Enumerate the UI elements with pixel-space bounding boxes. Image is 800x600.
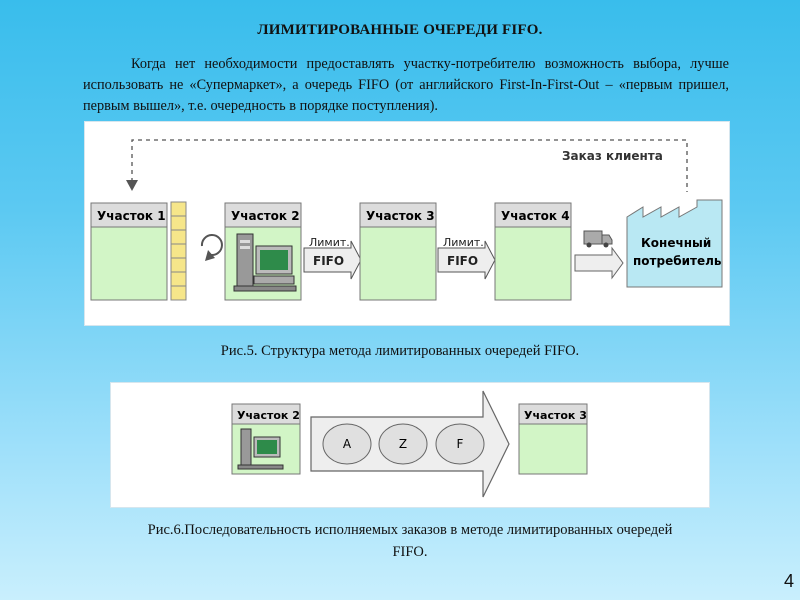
station-3-label: Участок 3 <box>366 209 435 223</box>
order-flow-dashed-line <box>131 139 688 192</box>
station-3: Участок 3 <box>359 202 437 301</box>
fig2-to-label: Участок 3 <box>524 409 587 422</box>
fig2-computer-icon <box>237 428 284 470</box>
limit-fifo-arrow-1: Лимит. FIFO <box>303 236 362 280</box>
rotate-arrow-icon <box>200 234 223 261</box>
station-1: Участок 1 <box>90 202 168 301</box>
limit-fifo-2-line1: Лимит. <box>443 236 484 249</box>
page-number: 4 <box>783 571 794 591</box>
station-2-label: Участок 2 <box>231 209 300 223</box>
order-flow-arrowhead <box>126 180 138 191</box>
computer-icon <box>233 233 297 292</box>
order-label: Заказ клиента <box>562 149 663 163</box>
limit-fifo-1-line1: Лимит. <box>309 236 350 249</box>
figure-fifo-sequence: Участок 2 A Z F Участок 3 <box>110 382 710 508</box>
limit-fifo-arrow-2: Лимит. FIFO <box>437 236 496 280</box>
station-4-label: Участок 4 <box>501 209 570 223</box>
order-label-a: A <box>343 437 352 451</box>
order-item-a: A <box>322 423 372 465</box>
station-4: Участок 4 <box>494 202 572 301</box>
queue-slots <box>170 201 187 301</box>
fig2-from-label: Участок 2 <box>237 409 300 422</box>
customer-label-line1: Конечный <box>641 236 711 250</box>
order-label-z: Z <box>399 437 407 451</box>
shipping-arrow <box>574 246 624 280</box>
slide-title: ЛИМИТИРОВАННЫЕ ОЧЕРЕДИ FIFO. <box>257 22 543 38</box>
customer-label-line2: потребитель <box>633 254 722 268</box>
intro-paragraph: Когда нет необходимости предоставлять уч… <box>83 56 729 114</box>
fig2-station-3: Участок 3 <box>518 403 588 475</box>
station-1-label: Участок 1 <box>97 209 166 223</box>
factory-icon: Конечный потребитель <box>626 199 723 288</box>
figure-fifo-structure: Заказ клиента Участок 1 Участок 2 <box>84 121 730 326</box>
order-item-z: Z <box>378 423 428 465</box>
figure2-caption: Рис.6.Последовательность исполняемых зак… <box>147 522 673 560</box>
limit-fifo-1-line2: FIFO <box>313 254 344 268</box>
order-item-f: F <box>435 423 485 465</box>
limit-fifo-2-line2: FIFO <box>447 254 478 268</box>
truck-icon <box>583 230 613 248</box>
order-label-f: F <box>457 437 464 451</box>
figure1-caption: Рис.5. Структура метода лимитированных о… <box>220 343 580 359</box>
